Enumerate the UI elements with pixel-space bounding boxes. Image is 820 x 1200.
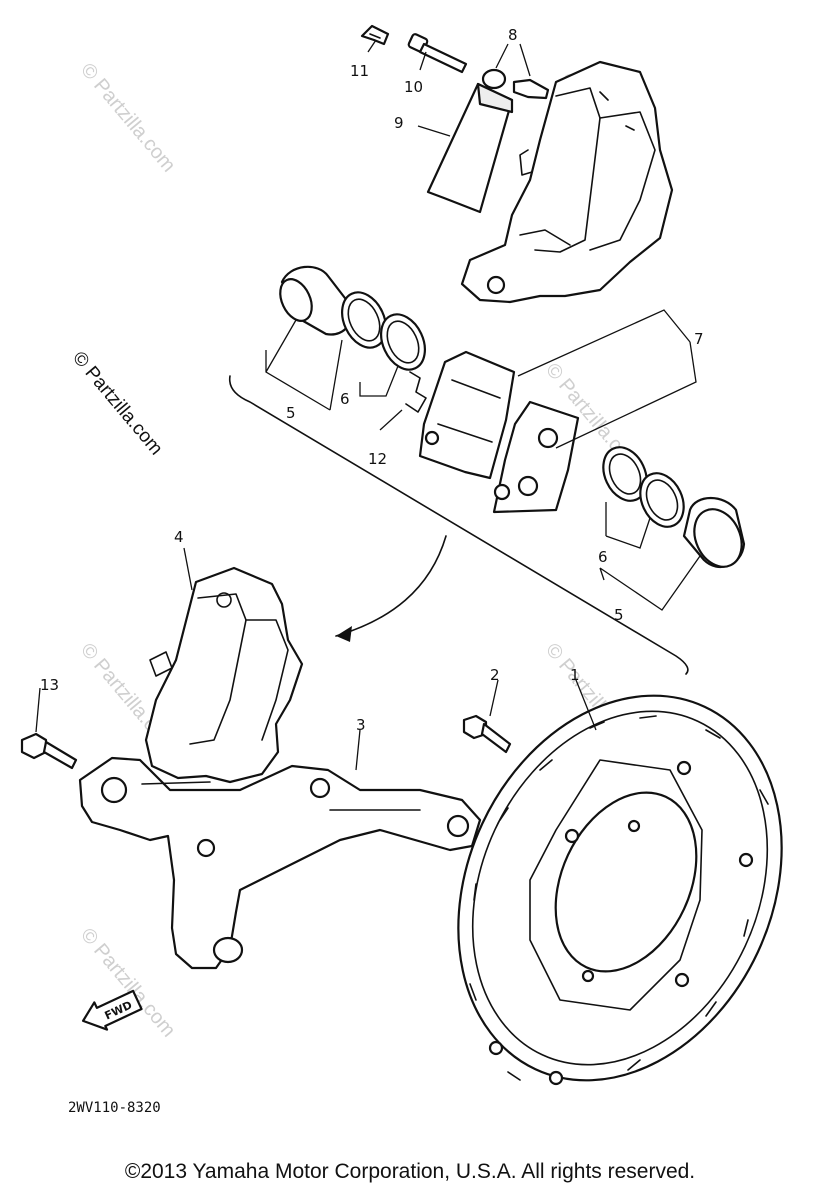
callout-5-lower: 5 [614, 606, 624, 624]
piston-part-5-lower [682, 497, 746, 569]
clip-part-12 [405, 371, 427, 413]
callout-8: 8 [508, 26, 518, 44]
callout-10: 10 [404, 78, 423, 96]
callout-9: 9 [394, 114, 404, 132]
plug-part-8 [481, 68, 550, 100]
seal-part-6-lower [602, 446, 685, 528]
callout-5-upper: 5 [286, 404, 296, 422]
copyright-notice: ©2013 Yamaha Motor Corporation, U.S.A. A… [124, 1160, 696, 1183]
brake-disc-part-1 [457, 694, 783, 1086]
callout-1: 1 [570, 666, 580, 684]
assembly-bracket [228, 375, 689, 675]
brake-pad-part-7-outer [492, 400, 580, 514]
caliper-assembly-part-4 [144, 566, 304, 784]
bracket-part-3 [78, 756, 482, 970]
seal-part-6-upper [341, 291, 426, 371]
callout-labels: 11 10 8 9 7 6 5 12 6 5 4 13 3 2 1 [40, 26, 704, 734]
forward-arrow-icon: FWD [81, 989, 143, 1031]
bolt-part-2 [462, 714, 512, 754]
leader-lines [35, 39, 701, 771]
watermark-text: © Partzilla.com [76, 59, 179, 176]
clip-part-11 [360, 24, 390, 46]
callout-7: 7 [694, 330, 704, 348]
bolt-part-13 [20, 732, 78, 770]
callout-2: 2 [490, 666, 500, 684]
caliper-upper [460, 60, 674, 304]
callout-6-upper: 6 [340, 390, 350, 408]
disc-rivets [488, 760, 754, 1086]
brake-pad-part-7-inner [418, 350, 516, 480]
callout-11: 11 [350, 62, 369, 80]
callout-4: 4 [174, 528, 184, 546]
piston-part-5-upper [279, 265, 353, 336]
callout-3: 3 [356, 716, 366, 734]
diagram-code: 2WV110-8320 [68, 1100, 161, 1116]
pad-plate-part-9 [426, 82, 514, 214]
watermark-text-dark: © Partzilla.com [68, 348, 166, 460]
callout-13: 13 [40, 676, 59, 694]
pin-part-10 [407, 33, 468, 74]
callout-6-lower: 6 [598, 548, 608, 566]
callout-12: 12 [368, 450, 387, 468]
disc-slots [469, 715, 769, 1081]
